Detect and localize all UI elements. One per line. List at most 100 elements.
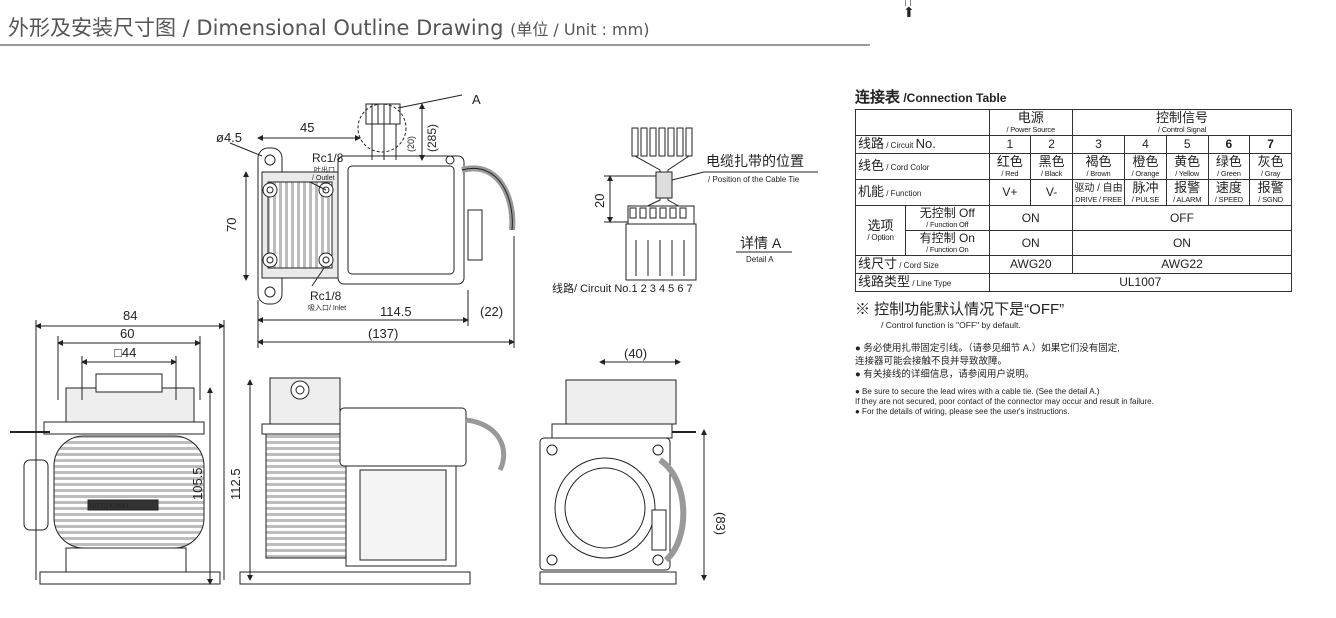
note-bullet-2: ● 有关接线的详细信息，请参阅用户说明。 xyxy=(855,369,1035,380)
notes-list: ● 务必使用扎带固定引线。（请参见细节 A.）如果它们没有固定, 连接器可能会接… xyxy=(855,342,1295,417)
control-cn: 控制信号 xyxy=(1155,110,1208,125)
table-row: 选项/ Option 无控制 Off/ Function Off ON OFF xyxy=(854,205,1293,256)
function-7-cn: 报警 xyxy=(1257,180,1284,195)
top-view xyxy=(229,94,516,348)
power-cn: 电源 xyxy=(1017,110,1044,125)
dim-44: □44 xyxy=(114,345,136,360)
color-6-en: / Green xyxy=(1217,169,1241,178)
line-type-label: 线路类型 / Line Type xyxy=(855,273,990,292)
dim-45: 45 xyxy=(300,120,314,135)
inlet-label: 吸入口/ Inlet xyxy=(308,304,346,312)
function-7: 报警/ SGND xyxy=(1249,179,1292,206)
dim-40: (40) xyxy=(624,346,647,361)
connection-title-en: /Connection Table xyxy=(900,91,1007,105)
size-power-value: AWG20 xyxy=(988,255,1073,274)
control-header: 控制信号/ Control Signal xyxy=(1071,109,1293,136)
power-en: / Power Source xyxy=(1006,125,1055,134)
color-3-cn: 褐色 xyxy=(1085,154,1112,169)
circuit-6: 6 xyxy=(1207,135,1251,154)
color-1-cn: 红色 xyxy=(996,154,1023,169)
inlet-port: Rc1/8 xyxy=(310,289,342,303)
on-en: / Function On xyxy=(926,245,969,254)
function-3-cn: 驱动 / 自由 xyxy=(1074,183,1123,194)
cable-tie-cn: 电缆扎带的位置 xyxy=(706,153,804,169)
cord-color-label: 线色 / Cord Color xyxy=(855,153,990,180)
on-control-value: ON xyxy=(1071,230,1293,256)
dim-285: (285) xyxy=(425,124,439,152)
table-header-row: 电源/ Power Source 控制信号/ Control Signal xyxy=(855,109,1293,136)
note-bullet-4: ● For the details of wiring, please see … xyxy=(855,407,1070,416)
detail-a-cn: 详情 A xyxy=(740,235,782,251)
table-row: 线路 / Circuit No. 1 2 3 4 5 6 7 xyxy=(855,135,1292,154)
connection-table: 电源/ Power Source 控制信号/ Control Signal 线路… xyxy=(854,109,1293,292)
function-2: V- xyxy=(1030,179,1073,206)
dim-hole: ø4.5 xyxy=(216,130,242,145)
table-row: 线色 / Cord Color 红色/ Red 黑色/ Black 褐色/ Br… xyxy=(855,153,1292,180)
page-title: 外形及安装尺寸图 / Dimensional Outline Drawing (… xyxy=(8,12,649,42)
function-4-cn: 脉冲 xyxy=(1132,180,1159,195)
side-view xyxy=(239,377,507,585)
page-header: 外形及安装尺寸图 / Dimensional Outline Drawing (… xyxy=(0,0,870,46)
circuit-numbers: 线路/ Circuit No.1 2 3 4 5 6 7 xyxy=(552,281,693,295)
color-5-cn: 黄色 xyxy=(1174,154,1201,169)
color-1-en: / Red xyxy=(1001,169,1019,178)
dim-83: (83) xyxy=(713,512,728,535)
option-label: 选项/ Option xyxy=(854,205,907,256)
dim-60: 60 xyxy=(120,326,134,341)
function-en: / Function xyxy=(884,189,922,198)
circuit-7: 7 xyxy=(1249,135,1292,154)
table-corner xyxy=(855,109,990,136)
circuit-en: / Circuit xyxy=(884,141,916,150)
off-power-value: ON xyxy=(988,205,1073,231)
color-5: 黄色/ Yellow xyxy=(1165,153,1209,180)
color-6-cn: 绿色 xyxy=(1215,154,1242,169)
default-note-en: / Control function is "OFF" by default. xyxy=(881,320,1021,330)
color-2-en: / Black xyxy=(1041,169,1063,178)
detail-a-en: Detail A xyxy=(746,255,774,264)
cord-size-label: 线尺寸 / Cord Size xyxy=(855,255,990,274)
power-header: 电源/ Power Source xyxy=(988,109,1073,136)
front-view xyxy=(10,320,225,585)
color-7: 灰色/ Gray xyxy=(1249,153,1292,180)
dim-84: 84 xyxy=(123,308,137,323)
note-bullet-3b: If they are not secured, poor contact of… xyxy=(855,397,1154,406)
function-2-text: V- xyxy=(1045,185,1058,199)
function-5: 报警/ ALARM xyxy=(1165,179,1209,206)
table-row: 线尺寸 / Cord Size AWG20 AWG22 xyxy=(855,255,1293,274)
color-cn: 线色 xyxy=(858,158,885,173)
color-3-en: / Brown xyxy=(1086,169,1111,178)
function-5-en: / ALARM xyxy=(1173,195,1202,204)
default-note: ※ 控制功能默认情况下是“OFF” xyxy=(855,301,1065,318)
option-cn: 选项 xyxy=(867,218,894,233)
outlet-en: / Outlet xyxy=(312,175,335,182)
function-1-text: V+ xyxy=(1002,185,1018,199)
color-1: 红色/ Red xyxy=(988,153,1032,180)
function-6: 速度/ SPEED xyxy=(1207,179,1251,206)
color-en: / Cord Color xyxy=(884,163,930,172)
cable-tie-en: / Position of the Cable Tie xyxy=(708,175,800,184)
on-power-value: ON xyxy=(988,230,1073,256)
title-text: 外形及安装尺寸图 / Dimensional Outline Drawing xyxy=(8,16,504,40)
function-4: 脉冲/ PULSE xyxy=(1124,179,1167,206)
color-4-cn: 橙色 xyxy=(1132,154,1159,169)
function-7-en: / SGND xyxy=(1258,195,1283,204)
off-en: / Function Off xyxy=(926,220,969,229)
dim-20-small: (20) xyxy=(406,136,416,152)
control-en: / Control Signal xyxy=(1157,125,1207,134)
option-en: / Option xyxy=(867,233,894,242)
callout-a: A xyxy=(472,92,481,107)
size-cn: 线尺寸 xyxy=(858,256,898,271)
color-7-en: / Gray xyxy=(1261,169,1281,178)
circuit-1: 1 xyxy=(988,135,1032,154)
circuit-3: 3 xyxy=(1071,135,1126,154)
function-label: 机能 / Function xyxy=(855,179,990,206)
note-bullet-1: ● 务必使用扎带固定引线。（请参见细节 A.）如果它们没有固定, xyxy=(855,343,1120,354)
color-7-cn: 灰色 xyxy=(1257,154,1284,169)
color-3: 褐色/ Brown xyxy=(1071,153,1126,180)
function-on-label: 有控制 On/ Function On xyxy=(905,230,990,256)
function-1: V+ xyxy=(988,179,1032,206)
note-bullet-1b: 连接器可能会接触不良并导致故障。 xyxy=(855,356,1008,367)
type-en: / Line Type xyxy=(910,279,952,288)
type-cn: 线路类型 xyxy=(858,274,911,289)
line-type-value: UL1007 xyxy=(988,273,1292,292)
